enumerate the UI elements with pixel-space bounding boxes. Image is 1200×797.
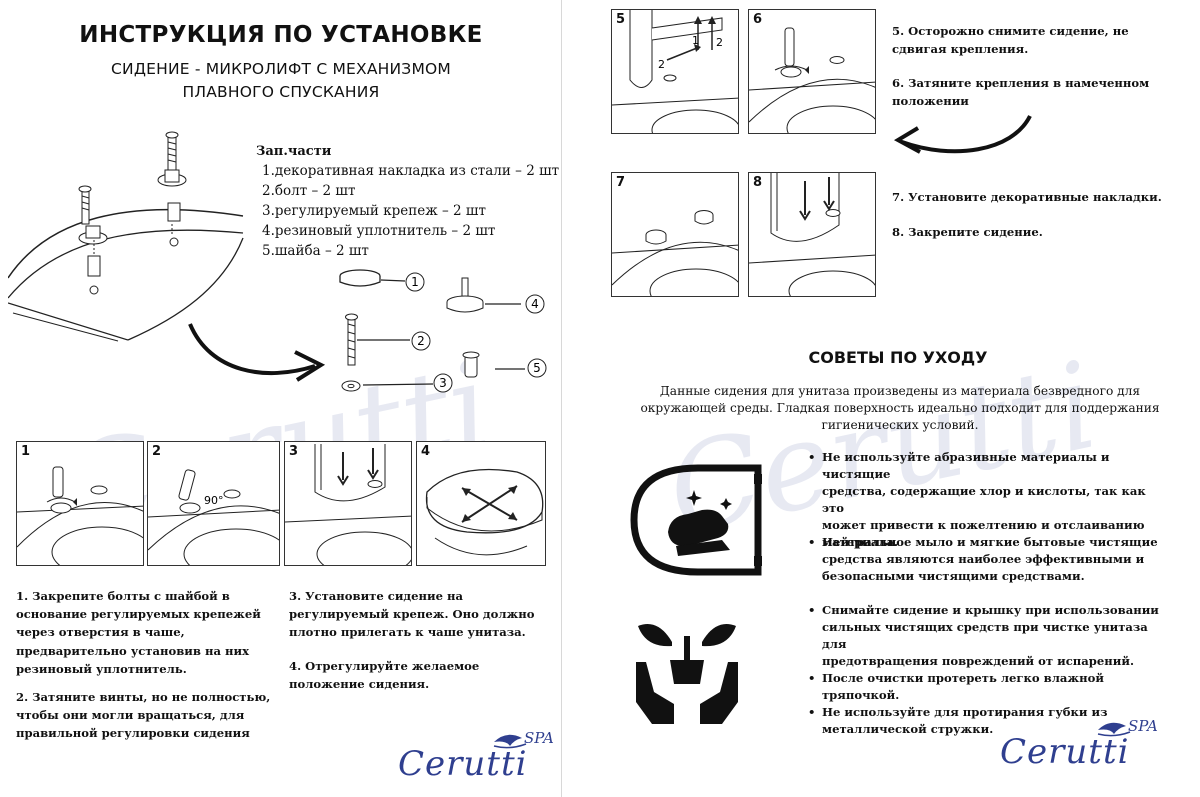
callout-4: 4 bbox=[531, 297, 539, 311]
callout-2: 2 bbox=[417, 334, 425, 348]
step-number: 7 bbox=[616, 175, 626, 190]
step-number: 4 bbox=[421, 444, 431, 459]
arrow-label: 1 bbox=[692, 34, 699, 47]
step-8-illustration: 8 bbox=[748, 172, 876, 297]
dolphin-logo-icon bbox=[493, 734, 527, 749]
instruction-1: 1. Закрепите болты с шайбой в основание … bbox=[16, 589, 261, 676]
callout-5: 5 bbox=[533, 361, 541, 375]
page-title: ИНСТРУКЦИЯ ПО УСТАНОВКЕ bbox=[79, 22, 483, 48]
arrow-label: 2 bbox=[716, 36, 723, 49]
right-page: Cerutti 5 2 1 2 6 bbox=[596, 0, 1200, 797]
parts-diagram: 1 4 2 5 3 bbox=[188, 269, 547, 393]
care-intro: Данные сидения для унитаза произведены и… bbox=[640, 384, 1160, 432]
parts-list-item: 4.резиновый уплотнитель – 2 шт bbox=[262, 223, 496, 239]
brand-logo: Cerutti bbox=[398, 744, 528, 784]
step-6-illustration: 6 bbox=[748, 9, 876, 134]
page-subtitle-line1: СИДЕНИЕ - МИКРОЛИФТ С МЕХАНИЗМОМ bbox=[111, 60, 451, 78]
dolphin-logo-icon bbox=[1097, 722, 1131, 737]
parts-heading: Зап.части bbox=[256, 144, 332, 159]
step-7-illustration: 7 bbox=[611, 172, 739, 297]
eco-hands-icon bbox=[636, 624, 738, 724]
arrow-label: 2 bbox=[658, 58, 665, 71]
instruction-3: 3. Установите сидение на регулируемый кр… bbox=[289, 589, 535, 640]
step-number: 8 bbox=[753, 175, 763, 190]
step-number: 5 bbox=[616, 12, 626, 27]
care-tip: После очистки протереть легко влажной тр… bbox=[808, 670, 1168, 704]
curved-arrow-icon bbox=[893, 115, 1032, 154]
step-number: 1 bbox=[21, 444, 31, 459]
step-5-illustration: 5 2 1 2 bbox=[611, 9, 739, 134]
step-number: 6 bbox=[753, 12, 763, 27]
toilet-bolts-diagram bbox=[8, 131, 244, 342]
left-page: Cerutti ИНСТРУКЦИЯ ПО УСТАНОВКЕ СИДЕНИЕ … bbox=[0, 0, 562, 797]
care-section-title: СОВЕТЫ ПО УХОДУ bbox=[808, 348, 988, 367]
step-6-text: 6. Затяните крепления в намеченном полож… bbox=[892, 76, 1150, 108]
step-4-illustration: 4 bbox=[416, 441, 546, 566]
instruction-2: 2. Затяните винты, но не полностью, чтоб… bbox=[16, 690, 271, 741]
page-subtitle-line2: ПЛАВНОГО СПУСКАНИЯ bbox=[182, 83, 380, 101]
brand-suffix: SPA bbox=[1128, 717, 1158, 735]
brand-logo: Cerutti bbox=[1000, 732, 1130, 772]
callout-3: 3 bbox=[439, 376, 447, 390]
step-2-illustration: 2 90° bbox=[147, 441, 280, 566]
step-number: 2 bbox=[152, 444, 162, 459]
care-tip: Не используйте абразивные материалы и чи… bbox=[808, 449, 1168, 551]
step-5-text: 5. Осторожно снимите сидение, не сдвигая… bbox=[892, 24, 1129, 56]
parts-list-item: 1.декоративная накладка из стали – 2 шт bbox=[262, 163, 560, 179]
care-tip: Снимайте сидение и крышку при использова… bbox=[808, 602, 1168, 670]
step-8-text: 8. Закрепите сидение. bbox=[892, 225, 1043, 239]
callout-1: 1 bbox=[411, 275, 419, 289]
care-tip: Не используйте для протирания губки из м… bbox=[808, 704, 1168, 738]
step-7-text: 7. Установите декоративные накладки. bbox=[892, 190, 1162, 204]
parts-list-item: 3.регулируемый крепеж – 2 шт bbox=[262, 203, 486, 219]
seat-cleaning-icon bbox=[630, 464, 762, 576]
brand-suffix: SPA bbox=[524, 729, 554, 747]
parts-list-item: 5.шайба – 2 шт bbox=[262, 243, 369, 259]
step-number: 3 bbox=[289, 444, 299, 459]
parts-list-item: 2.болт – 2 шт bbox=[262, 183, 356, 199]
step-1-illustration: 1 bbox=[16, 441, 144, 566]
instruction-4: 4. Отрегулируйте желаемое положение сиде… bbox=[289, 659, 480, 692]
care-tip: Нейтральное мыло и мягкие бытовые чистящ… bbox=[808, 534, 1168, 585]
step-3-illustration: 3 bbox=[284, 441, 412, 566]
angle-label: 90° bbox=[204, 494, 224, 507]
